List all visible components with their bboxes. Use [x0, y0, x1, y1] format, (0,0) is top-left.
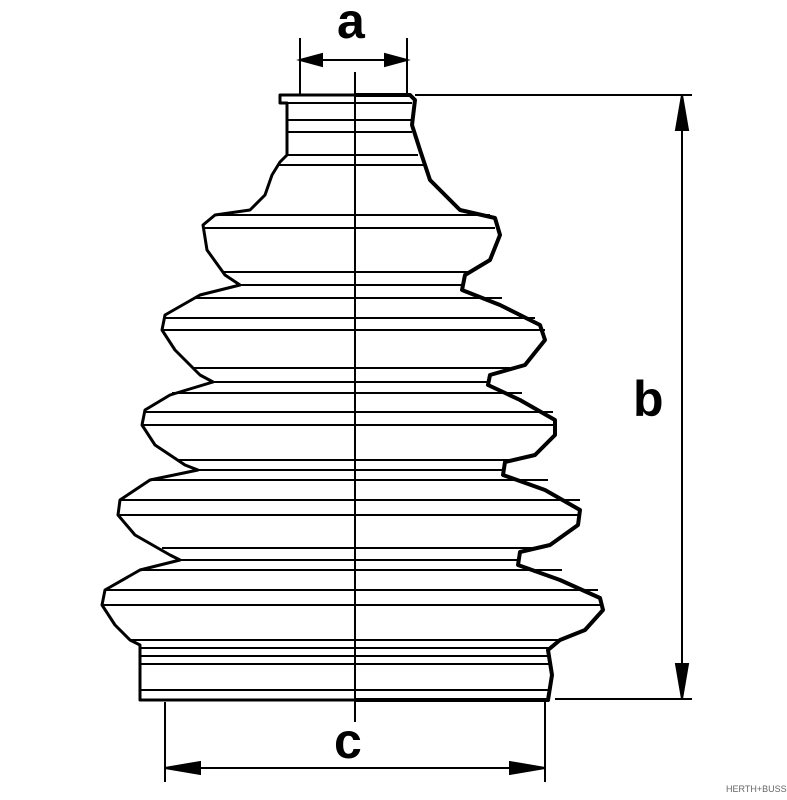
dim-label-b: b [633, 371, 664, 427]
dim-c-arrow-right [509, 760, 546, 776]
boot-right-profile [355, 93, 605, 702]
dim-b-arrow-top [674, 94, 690, 131]
dim-c-arrow-left [164, 760, 201, 776]
watermark: HERTH+BUSS [726, 784, 787, 794]
boot-left-profile [100, 93, 355, 702]
dim-b-arrow-bottom [674, 663, 690, 700]
dim-a-arrow-right [384, 52, 411, 68]
dim-label-c: c [334, 713, 362, 769]
dim-label-a: a [337, 0, 366, 49]
dim-a-arrow-left [296, 52, 323, 68]
